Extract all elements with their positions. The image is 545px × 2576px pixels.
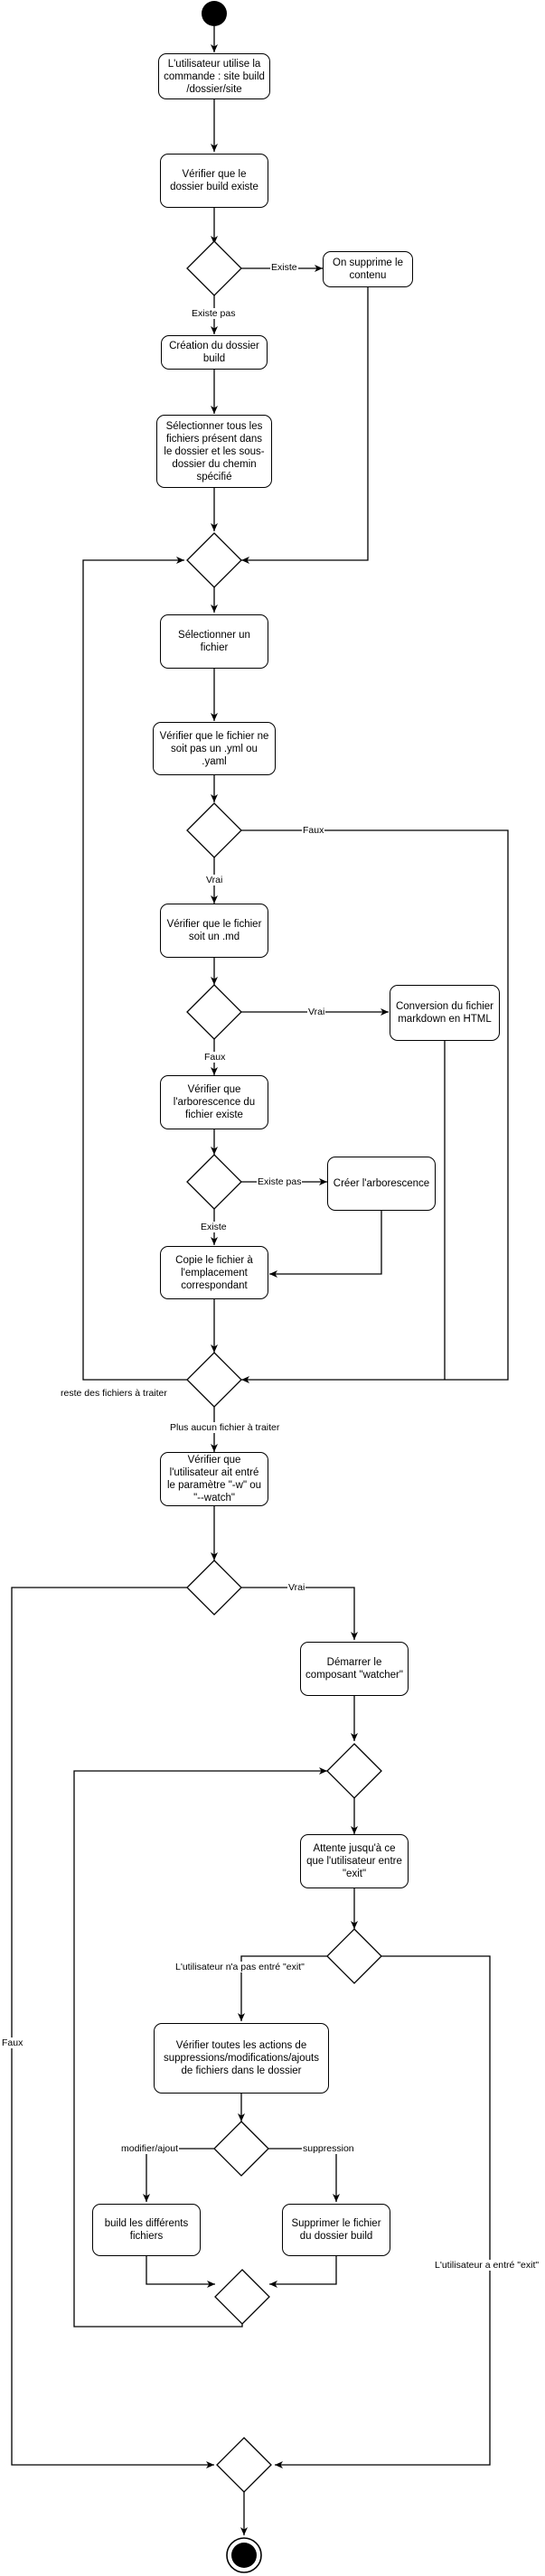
action-create-tree: Créer l'arborescence — [327, 1157, 436, 1211]
decision-watch-param — [186, 1560, 242, 1616]
action-run-command: L'utilisateur utilise la commande : site… — [158, 53, 270, 99]
label-exit: L'utilisateur a entré "exit" — [434, 2260, 540, 2271]
decision-action-type — [213, 2121, 269, 2177]
label-faux-yaml: Faux — [302, 825, 325, 836]
action-delete-content: On supprime le contenu — [323, 251, 413, 287]
initial-node — [202, 1, 227, 26]
action-create-build-folder: Création du dossier build — [161, 335, 268, 370]
action-check-changes: Vérifier toutes les actions de suppressi… — [154, 2023, 329, 2094]
label-existe: Existe — [270, 262, 298, 273]
merge-watch-loop — [326, 1743, 382, 1799]
merge-files-loop — [186, 532, 242, 588]
action-start-watcher: Démarrer le composant "watcher" — [300, 1642, 409, 1696]
decision-tree-exists — [186, 1154, 242, 1210]
label-modif-ajout: modifier/ajout — [120, 2143, 180, 2154]
label-existe-tree: Existe — [200, 1222, 228, 1232]
action-check-not-yaml: Vérifier que le fichier ne soit pas un .… — [153, 722, 276, 775]
decision-remaining-files — [186, 1352, 242, 1408]
action-select-file: Sélectionner un fichier — [160, 614, 268, 669]
label-suppression: suppression — [302, 2143, 355, 2154]
label-vrai-yaml: Vrai — [205, 875, 224, 885]
label-no-exit: L'utilisateur n'a pas entré "exit" — [174, 1962, 305, 1972]
action-check-build-folder: Vérifier que le dossier build existe — [160, 154, 268, 208]
label-existe-pas-tree: Existe pas — [257, 1176, 303, 1187]
label-vrai-md: Vrai — [307, 1007, 326, 1017]
decision-exit — [326, 1928, 382, 1984]
action-build-files: build les différents fichiers — [92, 2204, 201, 2256]
action-check-tree: Vérifier que l'arborescence du fichier e… — [160, 1075, 268, 1129]
action-delete-file: Supprimer le fichier du dossier build — [282, 2204, 390, 2256]
action-wait-exit: Attente jusqu'à ce que l'utilisateur ent… — [300, 1834, 409, 1888]
decision-not-yaml — [186, 802, 242, 858]
decision-build-exists — [186, 240, 242, 296]
action-copy-file: Copie le fichier à l'emplacement corresp… — [160, 1246, 268, 1299]
decision-is-md — [186, 984, 242, 1040]
action-select-all-files: Sélectionner tous les fichiers présent d… — [156, 415, 272, 488]
merge-end — [216, 2437, 272, 2493]
action-convert-markdown: Conversion du fichier markdown en HTML — [390, 985, 500, 1041]
final-node-inner — [231, 2543, 257, 2568]
action-check-watch-param: Vérifier que l'utilisateur ait entré le … — [160, 1452, 268, 1506]
label-faux-watch: Faux — [1, 2037, 24, 2048]
label-vrai-watch: Vrai — [287, 1582, 306, 1593]
label-faux-md: Faux — [203, 1052, 227, 1063]
label-existe-pas: Existe pas — [191, 308, 237, 319]
label-remaining-files: reste des fichiers à traiter — [60, 1388, 168, 1399]
action-check-md: Vérifier que le fichier soit un .md — [160, 904, 268, 958]
label-no-more-files: Plus aucun fichier à traiter — [169, 1422, 281, 1433]
merge-actions — [214, 2269, 270, 2325]
